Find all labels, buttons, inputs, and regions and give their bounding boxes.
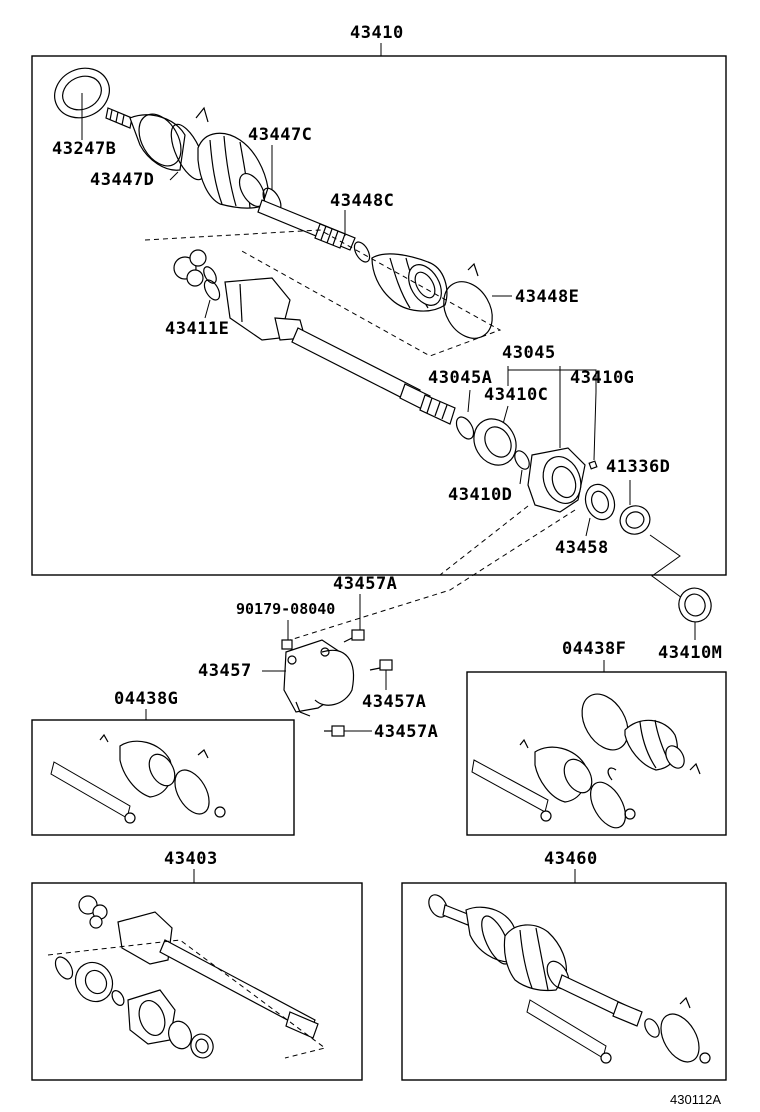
part-43411E-ring[interactable] [201,277,222,319]
assembly-43460-frame [401,882,727,1081]
label-43457A-bot[interactable]: 43457A [374,722,438,742]
part-43045A-ring[interactable] [453,414,477,442]
part-43458-seal[interactable] [581,480,620,537]
part-bracket-housing[interactable] [527,447,587,513]
label-43410M[interactable]: 43410M [658,643,722,663]
label-43448C[interactable]: 43448C [330,191,394,211]
label-43447D[interactable]: 43447D [90,170,154,190]
label-04438F[interactable]: 04438F [562,639,626,659]
label-43410D[interactable]: 43410D [448,485,512,505]
main-assembly-frame [31,55,727,576]
assembly-43403-group: 43403 [31,849,363,1081]
label-43045A[interactable]: 43045A [428,368,492,388]
label-43460[interactable]: 43460 [544,849,598,869]
leader-43410M [649,534,683,599]
part-43457A-bolt-bot[interactable] [324,725,372,737]
part-inner-housing-shaft[interactable] [224,277,456,425]
part-43457-plate[interactable] [283,639,354,717]
part-43410D-ring[interactable] [512,448,532,485]
kit-04438G-frame [31,719,295,836]
dashed-bracket-link [289,509,576,641]
part-outboard-joint[interactable] [105,107,190,173]
dashed-zone-inner [144,229,502,357]
label-43457A-mid[interactable]: 43457A [362,692,426,712]
part-43457A-bolt-mid[interactable] [369,659,393,690]
leader-43447D [169,171,179,181]
label-43447C[interactable]: 43447C [248,125,312,145]
kit-04438G-parts[interactable] [50,733,226,824]
hardware-group: 43457A 90179-08040 43457 43457A [198,505,722,742]
assembly-43460-group: 43460 [401,849,727,1081]
label-43448E[interactable]: 43448E [515,287,579,307]
part-43448C-ring[interactable] [344,210,373,265]
kit-04438F-frame [466,671,727,836]
part-43410C-bearing[interactable] [466,411,525,473]
label-43247B[interactable]: 43247B [52,139,116,159]
figure-code: 430112A [670,1092,721,1107]
part-43448E-band[interactable] [434,262,512,347]
assembly-43460-parts[interactable] [425,892,711,1069]
label-41336D[interactable]: 41336D [606,457,670,477]
label-43410G[interactable]: 43410G [570,368,634,388]
label-43457A-top[interactable]: 43457A [333,574,397,594]
assembly-43403-parts[interactable] [47,895,327,1061]
part-tripod[interactable] [173,249,219,287]
label-43403[interactable]: 43403 [164,849,218,869]
part-43410G-pin[interactable] [588,391,598,470]
label-04438G[interactable]: 04438G [114,689,178,709]
part-43247B-seal[interactable] [46,59,117,140]
part-41336D-washer[interactable] [616,480,654,538]
main-assembly-group: 43410 43247B 43447D [31,23,727,599]
kit-04438G-group: 04438G [31,689,295,836]
part-upper-shaft[interactable] [257,199,356,251]
label-43045[interactable]: 43045 [502,343,556,363]
assembly-43403-frame [31,882,363,1081]
leader-43045 [507,366,597,448]
part-43457A-bolt-top[interactable] [343,629,365,643]
label-43457[interactable]: 43457 [198,661,252,681]
label-90179-08040[interactable]: 90179-08040 [236,600,335,618]
leader-43410C [502,405,509,425]
part-inner-boot[interactable] [371,253,448,312]
part-90179-nut[interactable] [281,639,293,650]
label-43411E[interactable]: 43411E [165,319,229,339]
part-43410M-seal[interactable] [674,584,716,640]
kit-04438F-parts[interactable] [471,686,701,834]
label-43458[interactable]: 43458 [555,538,609,558]
leader-43045A [467,389,471,413]
dashed-bracket-link-2 [439,505,529,576]
kit-04438F-group: 04438F [466,639,727,836]
label-43410[interactable]: 43410 [350,23,404,43]
label-43410C[interactable]: 43410C [484,385,548,405]
